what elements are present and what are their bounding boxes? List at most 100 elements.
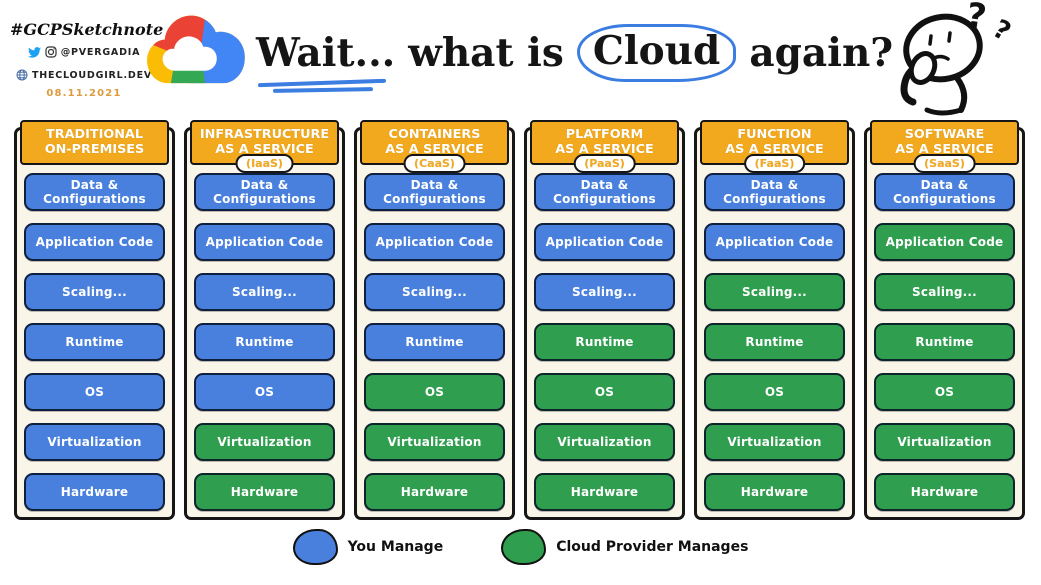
layer-row: Virtualization <box>704 423 845 461</box>
title-cloud-outline: Cloud <box>576 24 737 82</box>
layer-row: Application Code <box>704 223 845 261</box>
layer-row: Hardware <box>24 473 165 511</box>
column-acronym-badge: (FaaS) <box>743 154 806 174</box>
column-title-line1: FUNCTION <box>737 127 812 142</box>
layer-row: OS <box>364 373 505 411</box>
column-title-line1: INFRASTRUCTURE <box>199 127 330 142</box>
layer-row: Virtualization <box>24 423 165 461</box>
layer-row: Virtualization <box>194 423 335 461</box>
layer-row: Data & Configurations <box>24 173 165 211</box>
page-title: Wait... what is Cloud again? <box>256 24 893 82</box>
column-title-line1: SOFTWARE <box>904 127 985 142</box>
legend-label: You Manage <box>347 539 444 555</box>
layer-row: Application Code <box>194 223 335 261</box>
column-header: SOFTWARE AS A SERVICE (SaaS) <box>870 120 1019 174</box>
column-acronym-badge: (CaaS) <box>403 154 466 174</box>
layer-row: Application Code <box>874 223 1015 261</box>
column-title-line2: AS A SERVICE <box>555 142 654 158</box>
layer-row: Virtualization <box>534 423 675 461</box>
legend-item-cloud-provider-manages: Cloud Provider Manages <box>501 529 748 565</box>
layer-row: Data & Configurations <box>194 173 335 211</box>
column-title-line1: CONTAINERS <box>388 127 481 142</box>
layer-row: Scaling... <box>704 273 845 311</box>
legend: You Manage Cloud Provider Manages <box>0 529 1041 565</box>
svg-text:?: ? <box>988 14 1016 48</box>
layer-row: Virtualization <box>874 423 1015 461</box>
column-acronym-badge: (IaaS) <box>235 154 294 174</box>
layer-row: OS <box>704 373 845 411</box>
column-header: INFRASTRUCTURE AS A SERVICE (IaaS) <box>190 120 339 174</box>
layer-row: Virtualization <box>364 423 505 461</box>
layer-row: Application Code <box>534 223 675 261</box>
column-header: PLATFORM AS A SERVICE (PaaS) <box>530 120 679 174</box>
column-header: FUNCTION AS A SERVICE (FaaS) <box>700 120 849 174</box>
legend-swatch-blue <box>292 529 338 565</box>
instagram-icon <box>45 43 57 62</box>
layer-row: Scaling... <box>874 273 1015 311</box>
sketchnote-date: 08.11.2021 <box>46 88 122 99</box>
column-caas: CONTAINERS AS A SERVICE (CaaS) Data & Co… <box>353 117 516 522</box>
website-url: THECLOUDGIRL.DEV <box>31 70 153 81</box>
sketchnote-hashtag: #GCPSketchnote <box>10 20 164 39</box>
question-marks-icon: ? ? <box>964 0 1016 48</box>
layer-row: Scaling... <box>194 273 335 311</box>
layer-row: Scaling... <box>364 273 505 311</box>
layer-row: Runtime <box>24 323 165 361</box>
column-header: TRADITIONAL ON-PREMISES <box>20 120 169 166</box>
social-handle: @PVERGADIA <box>60 47 141 58</box>
title-part-wait: Wait... <box>256 30 396 76</box>
column-layers: Data & Configurations Application Code S… <box>534 173 675 511</box>
layer-row: Hardware <box>364 473 505 511</box>
layer-row: Data & Configurations <box>364 173 505 211</box>
layer-row: Runtime <box>534 323 675 361</box>
website-line: THECLOUDGIRL.DEV <box>10 66 158 85</box>
column-title-line1: TRADITIONAL <box>45 127 143 142</box>
layer-row: Scaling... <box>534 273 675 311</box>
title-part-what-is: what is <box>408 30 564 76</box>
layer-row: Hardware <box>534 473 675 511</box>
layer-row: Runtime <box>194 323 335 361</box>
layer-row: Scaling... <box>24 273 165 311</box>
layer-row: Data & Configurations <box>704 173 845 211</box>
column-iaas: INFRASTRUCTURE AS A SERVICE (IaaS) Data … <box>183 117 346 522</box>
layer-row: OS <box>534 373 675 411</box>
svg-text:?: ? <box>964 0 989 38</box>
title-part-again: again? <box>749 30 894 76</box>
column-title-line2: AS A SERVICE <box>385 142 484 158</box>
column-paas: PLATFORM AS A SERVICE (PaaS) Data & Conf… <box>523 117 686 522</box>
layer-row: Runtime <box>874 323 1015 361</box>
column-layers: Data & Configurations Application Code S… <box>194 173 335 511</box>
legend-label: Cloud Provider Manages <box>556 539 749 555</box>
layer-row: Application Code <box>24 223 165 261</box>
layer-row: Hardware <box>194 473 335 511</box>
layer-row: Hardware <box>874 473 1015 511</box>
thinking-person-illustration: ? ? <box>861 0 1019 122</box>
column-title-line2: AS A SERVICE <box>215 142 314 158</box>
column-title-line2: ON-PREMISES <box>44 142 145 158</box>
layer-row: Hardware <box>704 473 845 511</box>
layer-row: Runtime <box>704 323 845 361</box>
column-title-line1: PLATFORM <box>565 127 644 142</box>
layer-row: Data & Configurations <box>534 173 675 211</box>
branding-block: #GCPSketchnote @PVERGADIA THECLOUDGIRL.D… <box>10 20 164 99</box>
column-saas: SOFTWARE AS A SERVICE (SaaS) Data & Conf… <box>863 117 1026 522</box>
layer-row: Data & Configurations <box>874 173 1015 211</box>
column-title-line2: AS A SERVICE <box>725 142 824 158</box>
column-header: CONTAINERS AS A SERVICE (CaaS) <box>360 120 509 174</box>
social-handle-line: @PVERGADIA <box>10 43 158 62</box>
twitter-icon <box>27 43 41 62</box>
column-layers: Data & Configurations Application Code S… <box>704 173 845 511</box>
google-cloud-logo <box>144 4 248 100</box>
layer-row: OS <box>874 373 1015 411</box>
column-acronym-badge: (SaaS) <box>913 154 976 174</box>
layer-row: OS <box>194 373 335 411</box>
column-faas: FUNCTION AS A SERVICE (FaaS) Data & Conf… <box>693 117 856 522</box>
layer-row: Runtime <box>364 323 505 361</box>
legend-swatch-green <box>501 529 547 565</box>
column-title-line2: AS A SERVICE <box>895 142 994 158</box>
title-highlight-cloud: Cloud <box>592 28 721 74</box>
fist <box>908 51 938 85</box>
layer-row: Application Code <box>364 223 505 261</box>
column-traditional-on-premises: TRADITIONAL ON-PREMISES Data & Configura… <box>13 117 176 522</box>
layer-row: OS <box>24 373 165 411</box>
